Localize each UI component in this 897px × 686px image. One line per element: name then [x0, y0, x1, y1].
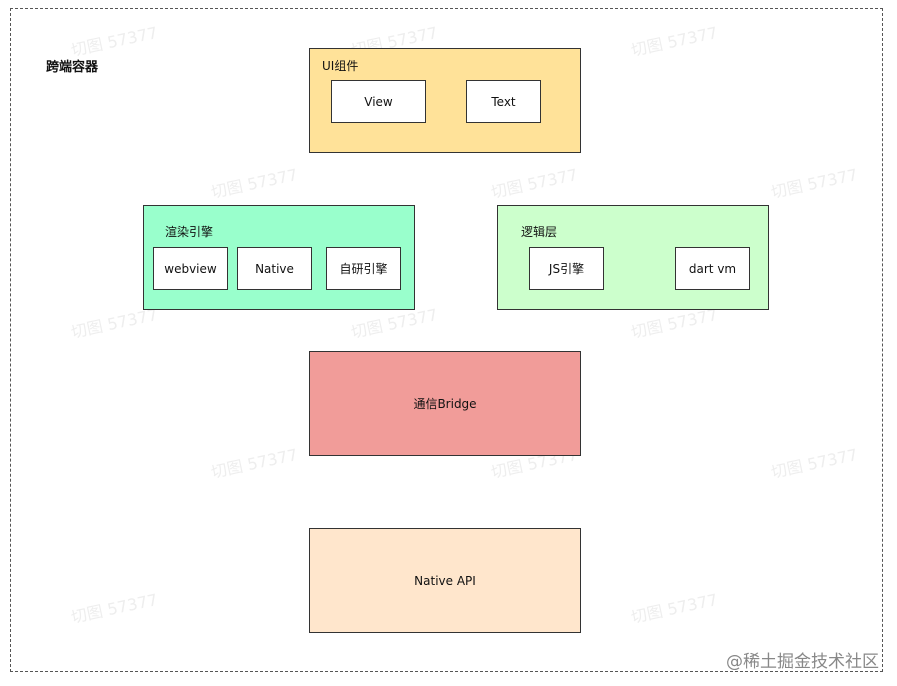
native-api-box: Native API	[309, 528, 581, 633]
text-component: Text	[466, 80, 541, 123]
js-engine: JS引擎	[529, 247, 604, 290]
native-api-label: Native API	[414, 573, 476, 588]
ui-components-box: UI组件 View Text	[309, 48, 581, 153]
bridge-box: 通信Bridge	[309, 351, 581, 456]
ui-components-title: UI组件	[322, 59, 359, 73]
site-watermark: @稀土掘金技术社区	[726, 652, 879, 672]
render-engine-box: 渲染引擎 webview Native 自研引擎	[143, 205, 415, 310]
custom-engine: 自研引擎	[326, 247, 401, 290]
bridge-label: 通信Bridge	[413, 397, 477, 411]
render-engine-title: 渲染引擎	[165, 225, 214, 239]
container-title: 跨端容器	[46, 60, 99, 75]
native-engine: Native	[237, 247, 312, 290]
logic-layer-title: 逻辑层	[521, 225, 558, 239]
logic-layer-box: 逻辑层 JS引擎 dart vm	[497, 205, 769, 310]
dart-vm: dart vm	[675, 247, 750, 290]
cross-platform-container	[10, 8, 883, 672]
view-component: View	[331, 80, 426, 123]
webview-engine: webview	[153, 247, 228, 290]
